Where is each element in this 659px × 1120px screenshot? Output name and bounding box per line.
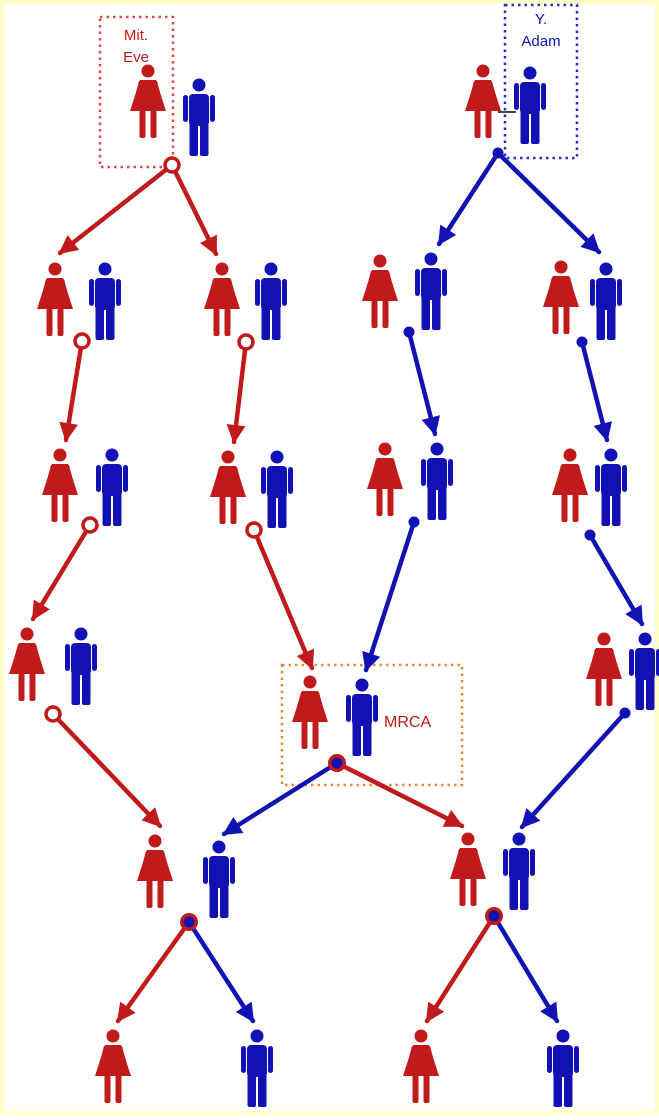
mrca-box (280, 663, 464, 787)
female-icon (552, 448, 588, 522)
ring-node-icon (245, 521, 263, 539)
male-icon (415, 252, 447, 330)
male-lineage-arrow (587, 532, 645, 627)
male-lineage-arrow (579, 339, 612, 443)
dot-node-icon (619, 707, 631, 719)
female-icon (362, 254, 398, 328)
male-icon (514, 66, 546, 144)
female-icon (204, 262, 240, 336)
female-lineage-arrow (57, 162, 175, 256)
dot-node-icon (183, 916, 195, 928)
dot-node-icon (408, 516, 420, 528)
y-adam-box (503, 3, 579, 160)
male-icon (65, 627, 97, 705)
mrca-label: MRCA (384, 714, 431, 731)
mitochondrial-eve-box (98, 15, 175, 169)
y-adam-label-line1: Y. (535, 11, 547, 28)
male-lineage-arrow (519, 710, 628, 830)
female-lineage-arrow (115, 919, 192, 1024)
male-lineage-arrow (186, 919, 256, 1024)
ring-node-icon (237, 333, 255, 351)
female-lineage-arrow (251, 527, 315, 671)
female-lineage-arrow (30, 522, 93, 622)
male-icon (89, 262, 121, 340)
male-icon (629, 632, 659, 710)
female-icon (42, 448, 78, 522)
male-lineage-arrow (362, 519, 417, 673)
female-lineage-arrow (226, 339, 249, 445)
female-icon (465, 64, 501, 138)
ring-node-icon (81, 516, 99, 534)
female-lineage-arrow (50, 711, 163, 829)
male-icon (503, 832, 535, 910)
male-lineage-arrow (436, 150, 501, 247)
female-lineage-arrow (169, 162, 219, 257)
y-adam-label-line2: Adam (521, 33, 560, 50)
male-lineage-arrow (406, 329, 440, 437)
male-icon (96, 448, 128, 526)
mitochondrial-eve-label-line1: Mit. (124, 27, 148, 44)
male-lineage-arrow (495, 150, 602, 255)
female-icon (130, 64, 166, 138)
female-icon (292, 675, 328, 749)
ring-node-icon (44, 705, 62, 723)
dot-node-icon (492, 147, 504, 159)
male-icon (261, 450, 293, 528)
male-icon (255, 262, 287, 340)
female-lineage-arrow (334, 760, 465, 829)
male-icon (421, 442, 453, 520)
male-icon (183, 78, 215, 156)
male-icon (547, 1029, 579, 1107)
ring-node-icon (73, 332, 91, 350)
dot-node-icon (403, 326, 415, 338)
male-icon (346, 678, 378, 756)
female-icon (403, 1029, 439, 1103)
dot-node-icon (584, 529, 596, 541)
ring-node-icon (163, 156, 181, 174)
female-icon (367, 442, 403, 516)
female-icon (450, 832, 486, 906)
dot-node-icon (331, 757, 343, 769)
female-icon (9, 627, 45, 701)
dot-node-icon (488, 910, 500, 922)
male-lineage-arrow (221, 760, 340, 837)
female-icon (543, 260, 579, 334)
male-icon (203, 840, 235, 918)
female-lineage-arrow (59, 338, 85, 443)
female-icon (137, 834, 173, 908)
male-icon (590, 262, 622, 340)
female-icon (95, 1029, 131, 1103)
mitochondrial-eve-label-line2: Eve (123, 49, 149, 66)
female-icon (37, 262, 73, 336)
female-icon (586, 632, 622, 706)
male-icon (595, 448, 627, 526)
male-icon (241, 1029, 273, 1107)
female-icon (210, 450, 246, 524)
female-lineage-arrow (424, 913, 497, 1024)
dot-node-icon (576, 336, 588, 348)
male-lineage-arrow (491, 913, 560, 1024)
